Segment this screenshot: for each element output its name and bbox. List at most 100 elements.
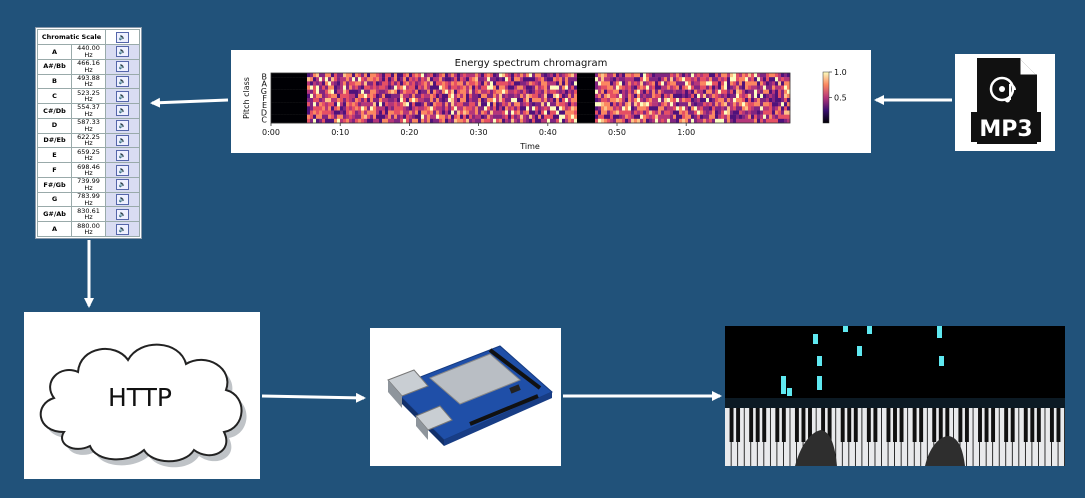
note-name: G#/Ab (37, 206, 72, 223)
chart-title: Energy spectrum chromagram (455, 58, 608, 69)
chromatic-scale-title: Chromatic Scale (37, 29, 106, 45)
http-label: HTTP (108, 383, 172, 412)
speaker-icon[interactable]: 🔈 (116, 75, 129, 87)
colorbar (822, 71, 830, 124)
header-speaker-cell: 🔈 (105, 29, 140, 45)
piano-visualizer-icon (725, 326, 1065, 466)
x-tick-label: 1:00 (677, 128, 695, 137)
speaker-cell: 🔈 (105, 147, 140, 164)
speaker-cell: 🔈 (105, 58, 140, 75)
x-tick-label: 0:10 (331, 128, 349, 137)
x-tick-label: 0:50 (608, 128, 626, 137)
speaker-icon[interactable]: 🔈 (116, 194, 129, 206)
x-tick-label: 0:30 (470, 128, 488, 137)
colorbar-tick-label: 1.0 (834, 68, 847, 77)
speaker-cell: 🔈 (105, 73, 140, 90)
speaker-cell: 🔈 (105, 162, 140, 178)
speaker-icon[interactable]: 🔈 (116, 134, 129, 146)
x-axis-label: Time (519, 142, 540, 151)
speaker-icon[interactable]: 🔈 (116, 46, 129, 58)
speaker-icon[interactable]: 🔈 (116, 90, 129, 102)
y-tick-label: D (261, 108, 267, 117)
note-frequency: 554.37 Hz (71, 103, 106, 119)
x-tick-label: 0:20 (400, 128, 418, 137)
note-frequency: 659.25 Hz (71, 147, 106, 164)
note-name: E (37, 147, 72, 164)
piano-keyboard (725, 408, 1065, 466)
y-tick-label: C (261, 115, 267, 124)
y-tick-label: B (262, 73, 268, 82)
note-name: C#/Db (37, 103, 72, 119)
note-frequency: 523.25 Hz (71, 88, 106, 105)
y-axis-label: Pitch class (242, 77, 251, 119)
note-frequency: 466.16 Hz (71, 58, 106, 75)
falling-note-bars (781, 326, 944, 396)
note-name: B (37, 73, 72, 90)
speaker-cell: 🔈 (105, 44, 140, 60)
speaker-icon[interactable]: 🔈 (116, 149, 129, 161)
table-header-row: Chromatic Scale 🔈 (37, 29, 140, 45)
note-name: G (37, 191, 72, 208)
speaker-cell: 🔈 (105, 191, 140, 208)
x-tick-label: 0:00 (262, 128, 280, 137)
note-frequency: 880.00 Hz (71, 221, 106, 237)
speaker-cell: 🔈 (105, 117, 140, 134)
chromagram-chart: Energy spectrum chromagram Pitch class T… (242, 58, 847, 151)
mp3-file: MP3 (955, 54, 1055, 151)
speaker-icon[interactable]: 🔈 (116, 61, 129, 73)
board-box (370, 328, 561, 466)
audio-file-icon: MP3 (971, 58, 1041, 144)
speaker-icon[interactable]: 🔈 (116, 179, 129, 191)
note-name: A (37, 44, 72, 60)
colorbar-ticks: 1.0 0.5 (829, 68, 847, 103)
speaker-icon[interactable]: 🔈 (116, 164, 129, 176)
note-frequency: 587.33 Hz (71, 117, 106, 134)
arrow-chromagram-to-table (150, 97, 229, 108)
speaker-cell: 🔈 (105, 103, 140, 119)
speaker-icon[interactable]: 🔈 (116, 31, 129, 43)
note-frequency: 622.25 Hz (71, 132, 106, 149)
cloud-icon: HTTP (39, 343, 247, 468)
x-tick-label: 0:40 (539, 128, 557, 137)
x-ticks: 0:00 0:10 0:20 0:30 0:40 0:50 1:00 (262, 123, 695, 137)
mp3-label: MP3 (979, 117, 1032, 142)
microcontroller-board-icon (387, 345, 553, 446)
chromagram-cells (271, 73, 791, 124)
plot-frame (270, 72, 791, 124)
y-tick-label: A (262, 80, 268, 89)
note-name: A#/Bb (37, 58, 72, 75)
note-name: F#/Gb (37, 176, 72, 193)
y-tick-label: G (261, 87, 267, 96)
speaker-icon[interactable]: 🔈 (116, 223, 129, 235)
note-frequency: 783.99 Hz (71, 191, 106, 208)
speaker-icon[interactable]: 🔈 (116, 208, 129, 220)
arrow-http-to-board (261, 392, 366, 403)
note-name: F (37, 162, 72, 178)
note-name: D#/Eb (37, 132, 72, 149)
colorbar-tick-label: 0.5 (834, 94, 847, 103)
speaker-icon[interactable]: 🔈 (116, 105, 129, 117)
speaker-cell: 🔈 (105, 221, 140, 237)
speaker-cell: 🔈 (105, 132, 140, 149)
mp3-label-band (971, 112, 1041, 142)
speaker-cell: 🔈 (105, 176, 140, 193)
chromagram-panel: Energy spectrum chromagram Pitch class T… (231, 50, 871, 153)
speaker-icon[interactable]: 🔈 (116, 120, 129, 132)
note-frequency: 493.88 Hz (71, 73, 106, 90)
note-frequency: 440.00 Hz (71, 44, 106, 60)
